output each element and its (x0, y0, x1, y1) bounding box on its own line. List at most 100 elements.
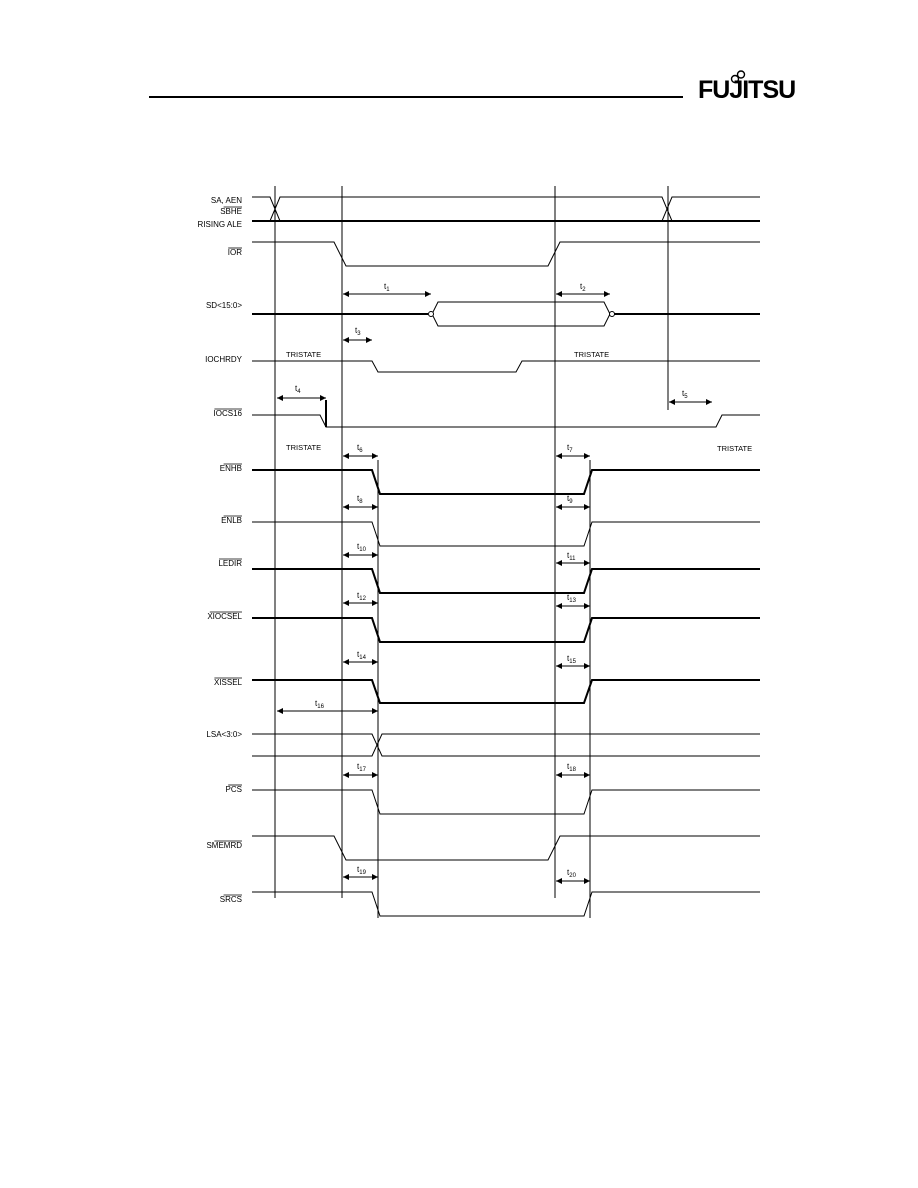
arrowhead (343, 337, 349, 343)
timing-label-t17: t17 (357, 762, 367, 773)
arrowhead (372, 453, 378, 459)
arrowhead (556, 560, 562, 566)
timing-label-t12: t12 (357, 591, 367, 602)
arrowhead (366, 337, 372, 343)
arrowhead (584, 603, 590, 609)
timing-arrow-t7: t7 (556, 443, 590, 459)
timing-label-t19: t19 (357, 865, 367, 876)
ior-wave (252, 241, 760, 267)
timing-arrow-t5: t5 (669, 389, 712, 405)
timing-arrow-t6: t6 (343, 443, 378, 459)
arrowhead (556, 453, 562, 459)
timing-label-t3: t3 (355, 326, 361, 337)
fujitsu-logo: FUJITSU (698, 70, 802, 104)
timing-label-t4: t4 (295, 384, 301, 395)
timing-arrow-t20: t20 (556, 868, 590, 884)
signal-label-srcs: SRCS (220, 895, 242, 904)
arrowhead (584, 453, 590, 459)
timing-arrow-t10: t10 (343, 542, 378, 558)
arrowhead (556, 504, 562, 510)
timing-arrow-t16: t16 (277, 699, 378, 714)
pcs-wave (252, 789, 760, 815)
arrowhead (584, 878, 590, 884)
timing-label-t16: t16 (315, 699, 325, 710)
timing-label-t1: t1 (384, 282, 390, 293)
arrowhead (584, 560, 590, 566)
timing-label-t8: t8 (357, 494, 363, 505)
signal-label-sbhe: SBHE (220, 207, 242, 216)
arrowhead (372, 600, 378, 606)
timing-label-t18: t18 (567, 762, 577, 773)
sa-aen-wave (252, 196, 760, 222)
signal-label-enhb: ENHB (220, 464, 242, 473)
arrowhead (343, 600, 349, 606)
timing-label-t6: t6 (357, 443, 363, 454)
arrowhead (584, 772, 590, 778)
timing-label-t20: t20 (567, 868, 577, 879)
xissel-wave (252, 679, 760, 704)
arrowhead (372, 874, 378, 880)
arrowhead (372, 772, 378, 778)
signal-label-ior: IOR (228, 248, 242, 257)
infinity-icon (730, 70, 746, 84)
arrowhead (604, 291, 610, 297)
arrowhead (556, 878, 562, 884)
arrowhead (343, 659, 349, 665)
sd-node (428, 311, 434, 317)
timing-arrow-t11: t11 (556, 551, 590, 566)
timing-label-t13: t13 (567, 593, 577, 604)
arrowhead (372, 504, 378, 510)
arrowhead (277, 395, 283, 401)
timing-arrow-t18: t18 (556, 762, 590, 778)
tristate-note: TRISTATE (286, 443, 321, 452)
timing-arrow-t13: t13 (556, 593, 590, 609)
iochrdy-wave (252, 360, 760, 373)
timing-label-t11: t11 (567, 551, 576, 562)
arrowhead (706, 399, 712, 405)
timing-arrow-t4: t4 (277, 384, 326, 401)
enhb-wave (252, 469, 760, 495)
signal-label-ledir: LEDIR (218, 559, 242, 568)
signal-label-smemrd: SMEMRD (206, 841, 242, 850)
arrowhead (372, 708, 378, 714)
timing-arrow-t9: t9 (556, 494, 590, 510)
arrowhead (343, 504, 349, 510)
arrowhead (556, 603, 562, 609)
timing-annotations: t1 t2 t3 t4 t5 t6 t7 t8 t9 t10 t11 t12 t13 t14 t15 t16 t… (277, 282, 712, 884)
timing-arrow-t1: t1 (343, 282, 431, 297)
arrowhead (584, 663, 590, 669)
arrowhead (556, 663, 562, 669)
tristate-note: TRISTATE (574, 350, 609, 359)
timing-arrow-t8: t8 (343, 494, 378, 510)
signal-label-enlb: ENLB (221, 516, 242, 525)
arrowhead (372, 659, 378, 665)
timing-arrow-t17: t17 (343, 762, 378, 778)
srcs-wave (252, 891, 760, 917)
signal-label-rising-ale: RISING ALE (198, 220, 242, 229)
lsa-wave (252, 733, 760, 757)
timing-arrow-t12: t12 (343, 591, 378, 606)
timing-label-t14: t14 (357, 650, 367, 661)
sd-node (609, 311, 615, 317)
signal-label-iochrdy: IOCHRDY (205, 355, 243, 364)
arrowhead (669, 399, 675, 405)
timing-label-t10: t10 (357, 542, 367, 553)
arrowhead (556, 291, 562, 297)
xiocsel-wave (252, 617, 760, 643)
timing-arrow-t15: t15 (556, 654, 590, 669)
arrowhead (320, 395, 326, 401)
arrowhead (277, 708, 283, 714)
lsa-wave (252, 733, 760, 757)
timing-label-t7: t7 (567, 443, 573, 454)
arrowhead (343, 772, 349, 778)
tristate-note: TRISTATE (717, 444, 752, 453)
arrowhead (584, 504, 590, 510)
arrowhead (556, 772, 562, 778)
timing-arrow-t3: t3 (343, 326, 372, 343)
logo-text: FUJITSU (698, 76, 796, 104)
timing-label-t2: t2 (580, 282, 586, 293)
timing-label-t5: t5 (682, 389, 688, 400)
timing-arrow-t19: t19 (343, 865, 378, 880)
timing-label-t9: t9 (567, 494, 573, 505)
